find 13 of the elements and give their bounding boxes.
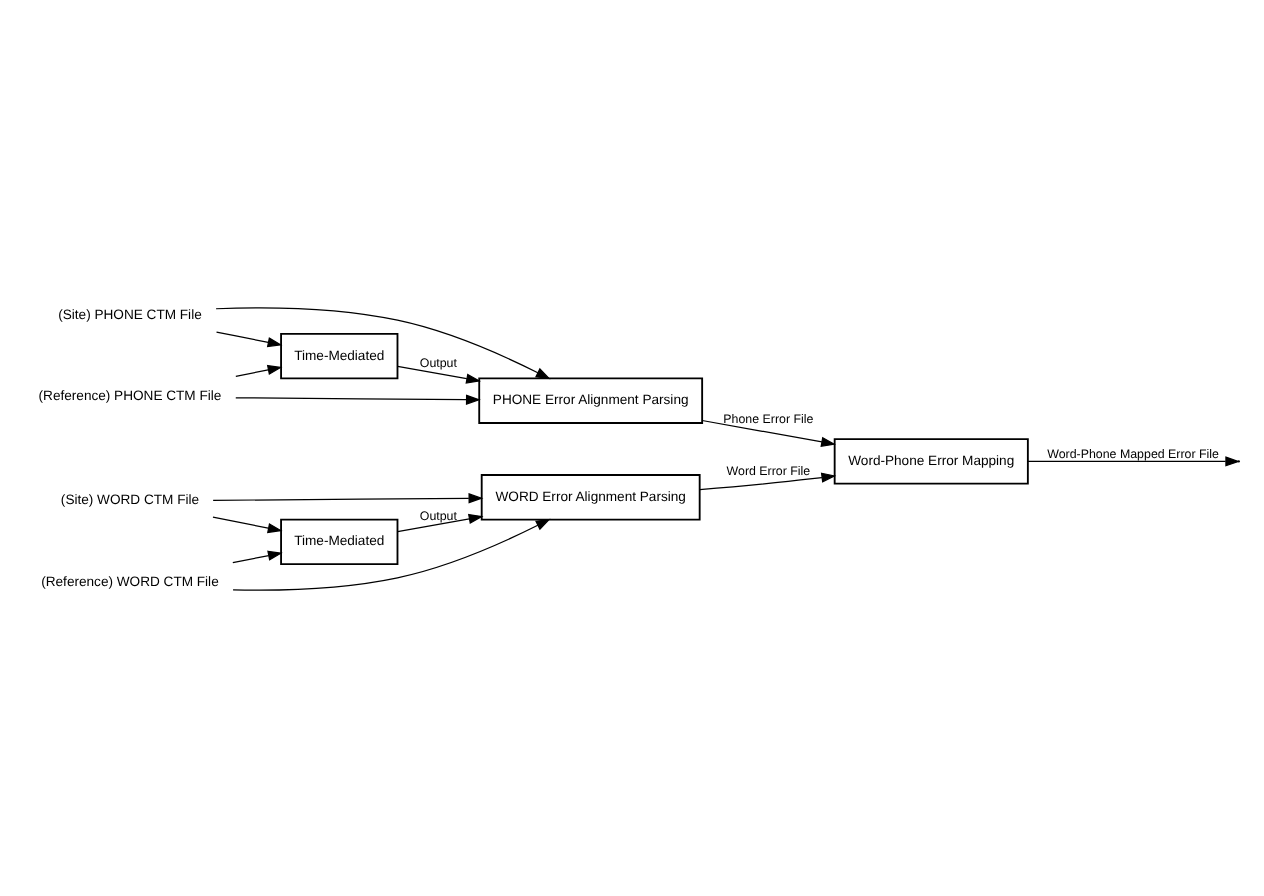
arrow [699,471,837,490]
arrow [232,517,551,590]
arrow [1027,455,1241,466]
arrow [701,418,836,446]
arrow [397,512,484,532]
arrow [235,393,481,404]
arrow [235,363,283,376]
arrow [212,515,283,533]
arrow [397,364,482,383]
arrow [232,549,283,563]
arrow [215,306,551,379]
arrow [215,330,283,347]
arrow [212,492,484,503]
